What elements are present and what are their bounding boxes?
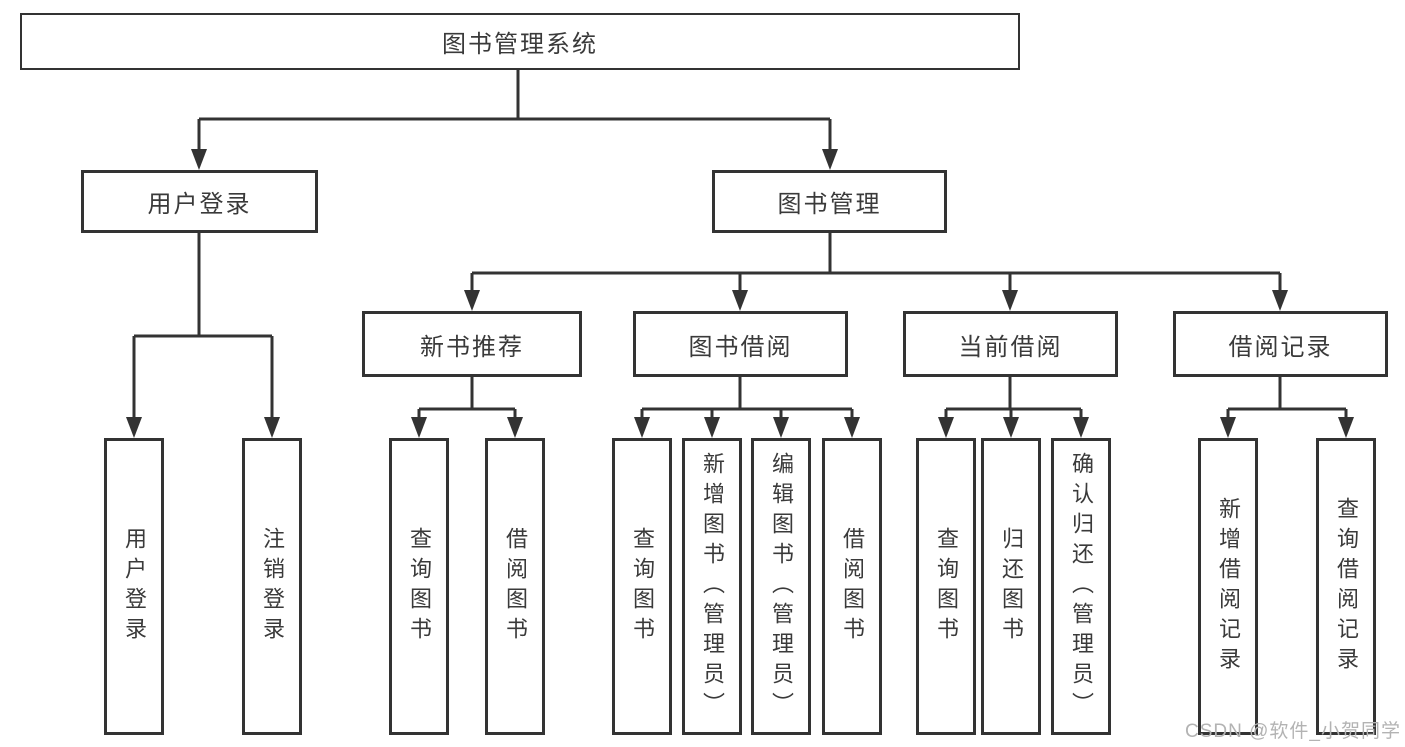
connector-current-to-leaves	[938, 377, 1089, 438]
leaf-query-books-current: 查询图书	[916, 438, 976, 735]
node-label: 用户登录	[147, 191, 252, 218]
leaf-label: 借阅图书	[503, 526, 528, 647]
leaf-label: 查询图书	[630, 526, 655, 647]
leaf-label: 借阅图书	[840, 526, 865, 647]
connector-root-to-level2	[191, 70, 838, 170]
leaf-label: 查询图书	[934, 526, 959, 647]
leaf-label: 查询图书	[407, 526, 432, 647]
node-borrow-records: 借阅记录	[1173, 311, 1388, 377]
leaf-return-books: 归还图书	[981, 438, 1041, 735]
leaf-label: 新增借阅记录	[1216, 496, 1241, 677]
node-label: 当前借阅	[958, 333, 1063, 361]
leaf-user-login: 用户登录	[104, 438, 164, 735]
leaf-label: 确认归还（管理员）	[1069, 451, 1094, 722]
csdn-watermark: CSDN @软件_小贺同学	[1185, 721, 1401, 742]
leaf-query-borrow-record: 查询借阅记录	[1316, 438, 1376, 735]
connector-mgmt-to-level3	[464, 233, 1288, 311]
leaf-borrow-books: 借阅图书	[822, 438, 882, 735]
leaf-add-books-admin: 新增图书（管理员）	[682, 438, 742, 735]
node-root-system: 图书管理系统	[20, 13, 1020, 70]
node-current-borrow: 当前借阅	[903, 311, 1118, 377]
leaf-confirm-return-admin: 确认归还（管理员）	[1051, 438, 1111, 735]
leaf-label: 查询借阅记录	[1334, 496, 1359, 677]
leaf-label: 用户登录	[122, 526, 147, 647]
node-user-login: 用户登录	[81, 170, 318, 233]
node-new-book-recommend: 新书推荐	[362, 311, 582, 377]
node-label: 新书推荐	[420, 333, 524, 361]
leaf-add-borrow-record: 新增借阅记录	[1198, 438, 1258, 735]
leaf-label: 新增图书（管理员）	[700, 451, 725, 722]
leaf-logout: 注销登录	[242, 438, 302, 735]
leaf-label: 归还图书	[999, 526, 1024, 647]
node-label: 图书管理	[777, 191, 882, 218]
connector-newbook-to-leaves	[411, 377, 523, 438]
leaf-label: 注销登录	[260, 526, 285, 647]
leaf-query-books-recommend: 查询图书	[389, 438, 449, 735]
leaf-query-books-borrow: 查询图书	[612, 438, 672, 735]
leaf-borrow-books-recommend: 借阅图书	[485, 438, 545, 735]
connector-borrow-to-leaves	[634, 377, 860, 438]
node-label: 借阅记录	[1228, 333, 1333, 361]
node-book-borrow: 图书借阅	[633, 311, 848, 377]
connector-records-to-leaves	[1220, 377, 1354, 438]
connector-login-to-leaves	[126, 233, 280, 438]
node-label: 图书管理系统	[442, 31, 598, 58]
node-book-management: 图书管理	[712, 170, 947, 233]
node-label: 图书借阅	[688, 333, 793, 361]
leaf-label: 编辑图书（管理员）	[769, 451, 794, 722]
leaf-edit-books-admin: 编辑图书（管理员）	[751, 438, 811, 735]
